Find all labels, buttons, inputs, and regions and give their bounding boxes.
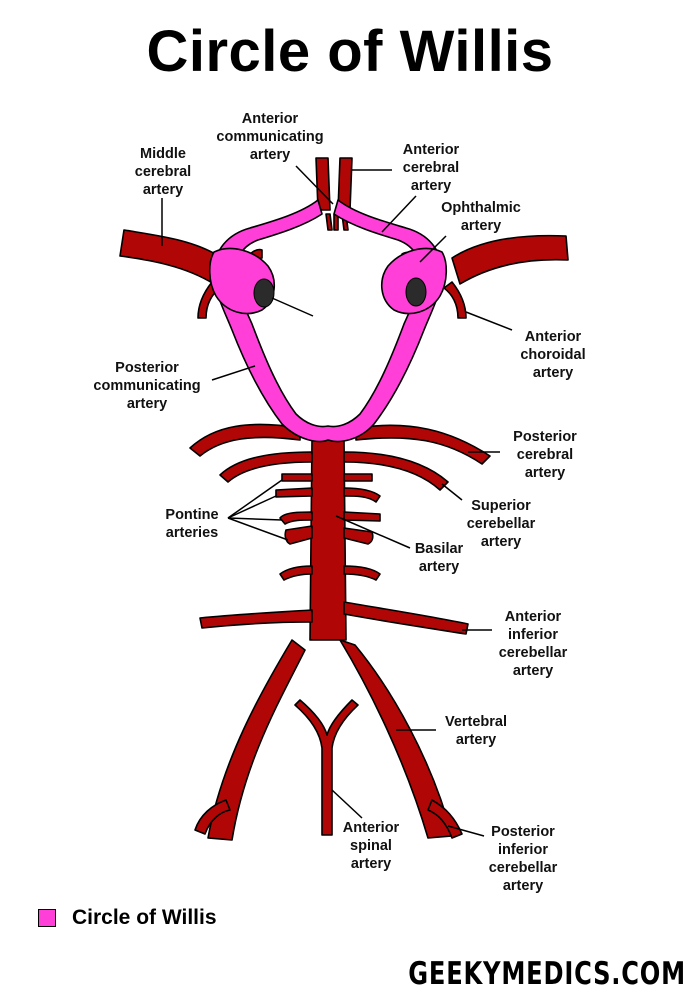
- label-anterior-communicating-artery: Anterior communicating artery: [216, 111, 324, 163]
- legend: Circle of Willis: [38, 906, 217, 930]
- label-vertebral-artery: Vertebral artery: [444, 714, 508, 748]
- middle-cerebral-right: [451, 234, 569, 285]
- leader-pontine-1: [227, 479, 283, 519]
- superior-cerebellar-left: [219, 451, 313, 483]
- label-pontine-arteries: Pontine arteries: [165, 507, 219, 541]
- leader-ica-lumen: [271, 297, 314, 317]
- leader-pontine-3: [227, 517, 283, 521]
- circle-of-willis-ring: [213, 199, 443, 443]
- leader-aca-2: [381, 195, 417, 233]
- leader-pica: [447, 825, 485, 837]
- label-posterior-communicating-artery: Posterior communicating artery: [93, 360, 201, 412]
- anterior-spinal-artery: [294, 699, 359, 836]
- leader-acom: [295, 165, 334, 205]
- leader-pontine-4: [227, 517, 289, 541]
- anterior-choroidal-right: [443, 281, 467, 319]
- label-ophthalmic-artery: Ophthalmic artery: [441, 200, 521, 234]
- label-basilar-artery: Basilar artery: [414, 541, 464, 575]
- pontine-artery: [281, 473, 313, 482]
- label-posterior-inferior-cerebellar-artery: Posterior inferior cerebellar artery: [488, 824, 558, 894]
- leader-sca: [441, 483, 463, 501]
- posterior-cerebral-left: [189, 423, 301, 457]
- page-title: Circle of Willis: [146, 19, 554, 84]
- pontine-artery: [279, 565, 313, 581]
- label-anterior-inferior-cerebellar-artery: Anterior inferior cerebellar artery: [498, 609, 568, 679]
- pontine-artery: [343, 565, 381, 581]
- aica-right: [343, 601, 469, 635]
- label-anterior-cerebral-artery: Anterior cerebral artery: [402, 142, 460, 194]
- pontine-artery: [279, 511, 313, 525]
- label-anterior-choroidal-artery: Anterior choroidal artery: [520, 329, 586, 381]
- leader-pontine-2: [227, 495, 277, 519]
- leader-ophthalmic: [419, 235, 447, 263]
- leader-pcom: [211, 365, 256, 381]
- posterior-cerebral-right: [355, 424, 491, 465]
- aica-left: [199, 609, 313, 629]
- pontine-artery: [275, 487, 313, 498]
- superior-cerebellar-right: [343, 451, 449, 491]
- pica-right: [427, 799, 463, 839]
- label-superior-cerebellar-artery: Superior cerebellar artery: [466, 498, 536, 550]
- label-middle-cerebral-artery: Middle cerebral artery: [134, 146, 192, 198]
- pontine-artery: [284, 525, 313, 545]
- leader-anterior-spinal: [331, 789, 363, 819]
- middle-cerebral-left: [119, 229, 223, 285]
- legend-label: Circle of Willis: [72, 906, 217, 929]
- basilar-artery: [309, 439, 347, 641]
- pica-left: [194, 799, 231, 835]
- legend-swatch-pink: [38, 909, 56, 927]
- label-posterior-cerebral-artery: Posterior cerebral artery: [513, 429, 577, 481]
- leader-basilar: [335, 515, 411, 549]
- internal-carotid-lumen-right: [405, 277, 427, 307]
- pontine-artery: [343, 473, 373, 482]
- label-anterior-spinal-artery: Anterior spinal artery: [342, 820, 400, 872]
- pontine-artery: [343, 511, 381, 522]
- leader-anterior-choroidal: [465, 311, 513, 331]
- brand-watermark: GEEKYMEDICS.COM: [408, 956, 686, 992]
- internal-carotid-lumen-left: [253, 278, 275, 308]
- pontine-artery: [343, 487, 381, 503]
- vertebral-artery-left: [207, 639, 306, 841]
- perforating-branch: [325, 213, 333, 231]
